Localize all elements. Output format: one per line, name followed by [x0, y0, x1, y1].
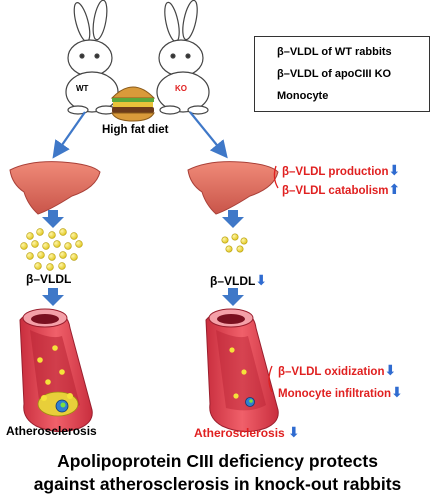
effect-infiltration-label: Monocyte infiltration	[278, 388, 392, 400]
burger-icon	[110, 86, 156, 122]
effect-catabolism-label: β–VLDL catabolism	[282, 185, 389, 197]
right-vldl: β–VLDL⬇	[210, 272, 267, 289]
legend-item-wt: β–VLDL of WT rabbits	[277, 46, 392, 58]
bracket-liver	[273, 165, 279, 189]
block-arrow-right-2	[222, 288, 244, 306]
wt-rabbit-icon	[65, 0, 119, 115]
right-vldl-label: β–VLDL	[210, 274, 256, 288]
block-arrow-left-1	[42, 210, 64, 228]
caption-line-1: Apolipoprotein CIII deficiency protects	[57, 451, 378, 471]
up-arrow-icon: ⬆	[388, 181, 401, 197]
ko-vldl-particles	[221, 233, 248, 253]
bracket-artery	[268, 365, 273, 393]
effect-production: β–VLDL production⬇	[282, 162, 400, 179]
ko-tag: KO	[175, 84, 187, 93]
ko-liver-icon	[187, 161, 279, 215]
left-outcome-label: Atherosclerosis	[6, 424, 97, 438]
effect-infiltration: Monocyte infiltration⬇	[278, 384, 403, 401]
effect-production-label: β–VLDL production	[282, 166, 389, 178]
effect-oxidization-label: β–VLDL oxidization	[278, 366, 385, 378]
down-arrow-icon: ⬇	[255, 272, 268, 288]
caption-line-2: against atherosclerosis in knock-out rab…	[33, 474, 402, 494]
down-arrow-icon: ⬇	[288, 424, 300, 440]
ko-artery-icon	[205, 308, 279, 432]
ko-rabbit-icon	[156, 0, 210, 115]
arrow-ko-to-liver	[189, 111, 228, 159]
diet-label: High fat diet	[102, 124, 169, 136]
legend-item-monocyte: Monocyte	[277, 90, 329, 102]
right-outcome-label: Atherosclerosis	[194, 426, 285, 440]
effect-oxidization: β–VLDL oxidization⬇	[278, 362, 396, 379]
arrow-wt-to-liver	[52, 111, 86, 159]
block-arrow-right-1	[222, 210, 244, 228]
down-arrow-icon: ⬇	[384, 362, 397, 378]
block-arrow-left-2	[42, 288, 64, 306]
left-vldl-label: β–VLDL	[26, 272, 72, 286]
wt-tag: WT	[76, 84, 89, 93]
legend-item-ko: β–VLDL of apoCIII KO	[277, 68, 392, 80]
right-outcome: Atherosclerosis ⬇	[194, 424, 300, 441]
down-arrow-icon: ⬇	[388, 162, 401, 178]
wt-artery-icon	[19, 308, 93, 432]
legend-box: β–VLDL of WT rabbits β–VLDL of apoCIII K…	[254, 36, 430, 112]
down-arrow-icon: ⬇	[391, 384, 403, 400]
wt-liver-icon	[9, 161, 101, 215]
effect-catabolism: β–VLDL catabolism⬆	[282, 181, 400, 198]
wt-vldl-particles	[20, 228, 83, 271]
